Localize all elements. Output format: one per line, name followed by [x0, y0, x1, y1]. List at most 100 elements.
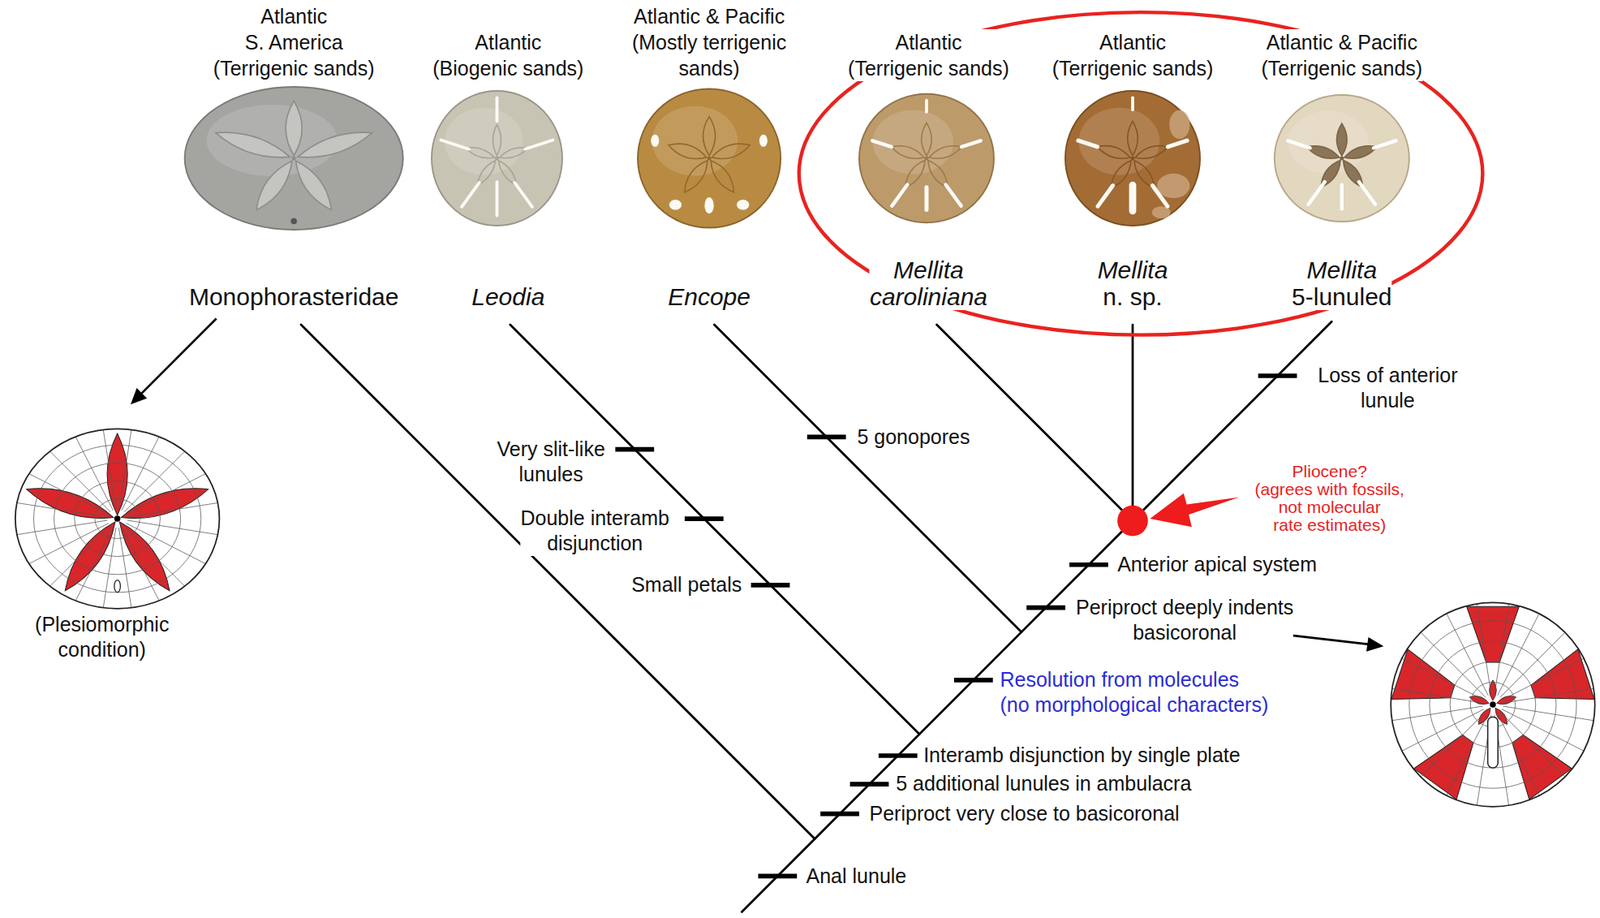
tree-branch [301, 321, 1332, 912]
character-tick [1026, 605, 1066, 611]
taxon-name: Encope [667, 283, 751, 310]
sand-dollar-photo [440, 140, 469, 150]
plate-diagram [34, 444, 202, 593]
taxon-node: Atlantic & Pacific (Mostly terrigenic sa… [610, 0, 809, 313]
plate-diagram [120, 488, 208, 519]
sand-dollar-photo [431, 90, 563, 226]
text-line: Atlantic & Pacific [1260, 29, 1423, 56]
sand-dollar-photo [872, 140, 892, 147]
sand-dollar-photo [1274, 94, 1410, 222]
plate-diagram [1496, 696, 1517, 705]
character-tick [615, 375, 1297, 876]
plate-diagram [1390, 602, 1596, 807]
plate-diagram [1501, 709, 1584, 751]
text-line: Mellita [869, 256, 988, 284]
text-line: Atlantic [432, 29, 584, 56]
sand-dollar-photo [736, 199, 749, 211]
plate-diagram [1497, 713, 1540, 796]
text-line: lunule [1317, 387, 1458, 413]
taxon-node: Atlantic (Terrigenic sands)Mellita n. sp… [1033, 0, 1232, 313]
taxon-node: Atlantic & Pacific (Terrigenic sands) Mel… [1243, 0, 1441, 313]
tree-branch [301, 324, 815, 839]
taxon-name: Mellita 5-lunuled [1291, 256, 1392, 310]
text-line: Anterior apical system [1117, 551, 1317, 577]
text-line: sands) [632, 55, 787, 82]
sand-dollar-photo [297, 132, 373, 158]
text-line: basicoronal [1075, 619, 1294, 646]
habitat-label: Atlantic & Pacific (Terrigenic sands) [1260, 29, 1423, 82]
plate-diagram [1489, 701, 1497, 708]
character-tick [751, 582, 791, 588]
plate-diagram [1502, 705, 1594, 721]
plate-diagrams [15, 428, 1596, 806]
plate-diagram [124, 451, 185, 512]
sand-dollar-photo [704, 197, 714, 214]
text-line: (Plesiomorphic [34, 611, 169, 637]
plate-diagram [1420, 632, 1486, 697]
sand-dollar-photo [494, 155, 499, 160]
character-tick [615, 447, 654, 452]
character-tick [820, 811, 860, 817]
sand-dollar-photo [759, 134, 768, 147]
character-tick [954, 677, 994, 683]
plate-diagram [1446, 613, 1489, 696]
text-line: Loss of anterior [1317, 362, 1458, 388]
sand-dollar-photo [1169, 110, 1190, 139]
pointer-arrow [1149, 493, 1239, 528]
sand-dollar-photo [1359, 181, 1376, 205]
sand-dollar-photo [1065, 90, 1200, 226]
sand-dollar-photo [1131, 97, 1135, 110]
sand-dollar-photo [1097, 185, 1114, 207]
plate-diagram [118, 527, 132, 608]
plate-diagram [1502, 688, 1594, 703]
text-line: Interamb disjunction by single plate [923, 742, 1241, 768]
plate-diagram [1420, 711, 1486, 777]
sand-dollar-photo [668, 143, 707, 159]
sand-dollar-photo [461, 182, 480, 207]
sand-dollar-photo [1373, 140, 1396, 148]
plate-diagram [1500, 711, 1566, 777]
leader-arrow [1366, 636, 1384, 652]
annotation-label: 5 gonopores [856, 424, 970, 450]
plate-diagram [15, 428, 220, 608]
plate-diagram [121, 436, 160, 511]
habitat-label: Atlantic & Pacific (Mostly terrigenic sa… [632, 3, 787, 82]
text-line: (Terrigenic sands) [1052, 55, 1214, 82]
sand-dollar-photo [1097, 146, 1131, 160]
sand-dollar-photo [891, 146, 925, 160]
sand-dollar-photo [292, 155, 297, 160]
sand-dollar-photo [703, 116, 716, 156]
taxon-name: Mellita n. sp. [1097, 256, 1169, 310]
annotation-label: Resolution from molecules (no morphologi… [1000, 666, 1269, 718]
sand-dollar-photo [891, 184, 908, 207]
sand-dollar-photo [650, 134, 659, 147]
sand-dollar-photo [514, 182, 533, 207]
plate-diagram [26, 488, 114, 519]
sand-dollar-photo [492, 124, 501, 155]
character-tick [757, 873, 797, 879]
annotation-label: (Plesiomorphic condition) [34, 611, 169, 663]
plate-diagram [1390, 602, 1596, 807]
character-tick [878, 752, 918, 758]
text-line: (Mostly terrigenic [632, 29, 787, 56]
sand-dollar-photo [710, 160, 734, 193]
character-tick [807, 434, 847, 440]
text-line: (Biogenic sands) [432, 55, 584, 82]
sand-dollar-photo [1308, 181, 1325, 205]
text-line: rate estimates) [1255, 516, 1405, 534]
plate-diagram [50, 524, 112, 586]
text-line: 5 additional lunules in ambulacra [895, 770, 1192, 796]
sand-dollar-photo [929, 146, 962, 160]
plate-diagram [74, 481, 161, 557]
sand-dollar-photo [707, 155, 712, 160]
plate-diagram [1497, 613, 1540, 696]
divergence-dot [1117, 505, 1149, 537]
plate-diagram [1500, 632, 1566, 697]
annotation-label: Very slit-like lunules [496, 436, 605, 487]
text-line: caroliniana [869, 283, 988, 310]
sand-dollar-photo [1337, 123, 1348, 156]
text-line: lunules [496, 461, 605, 487]
text-line: Periproct deeply indents [1075, 594, 1294, 620]
text-line: Monophorasteridae [189, 283, 400, 310]
tree-branch [713, 324, 1022, 633]
